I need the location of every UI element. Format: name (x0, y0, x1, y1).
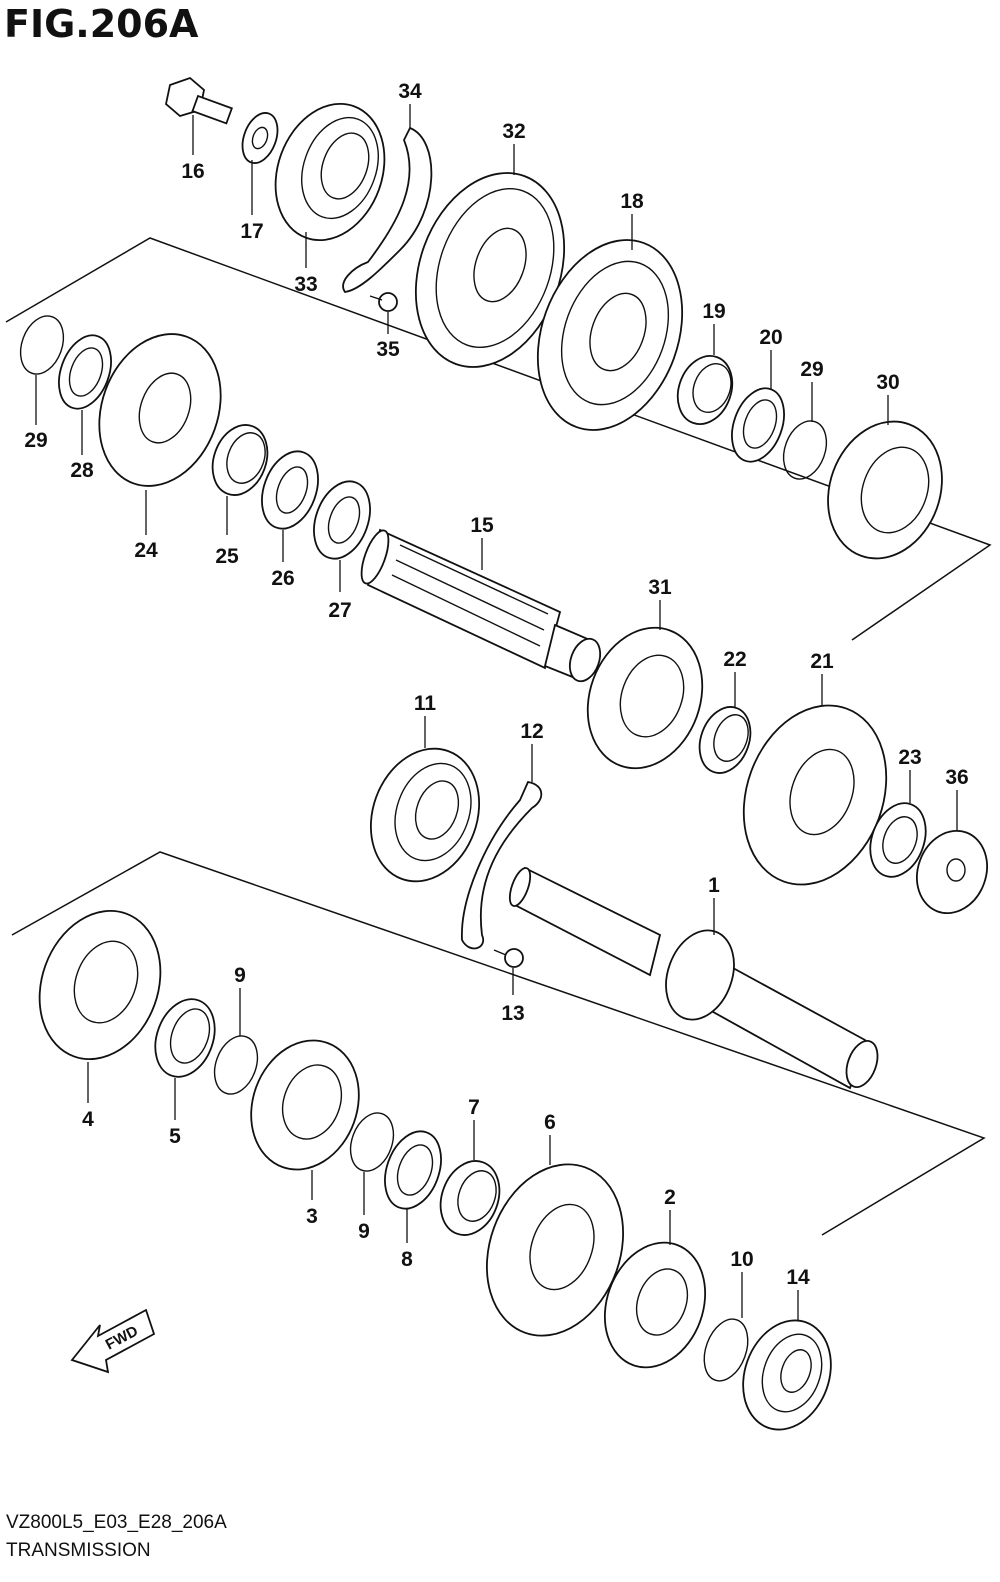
part-17-washer (241, 112, 279, 164)
part-15-countershaft (360, 528, 602, 683)
callout-16: 16 (181, 160, 204, 183)
callout-26: 26 (271, 567, 294, 590)
part-8-washer (384, 1130, 442, 1210)
callout-9-lower: 9 (358, 1220, 370, 1243)
callout-27: 27 (328, 599, 351, 622)
part-9-circlip-upper (213, 1035, 259, 1095)
callout-32: 32 (502, 120, 525, 143)
callout-33: 33 (294, 273, 317, 296)
callout-14: 14 (786, 1266, 810, 1289)
part-36-cap (916, 829, 988, 915)
part-27-washer (313, 480, 371, 560)
part-29-circlip-left (19, 315, 65, 375)
part-19-bushing (676, 355, 734, 425)
callout-19: 19 (702, 300, 725, 323)
figure-caption: TRANSMISSION (6, 1540, 151, 1561)
callout-20: 20 (759, 326, 782, 349)
part-7-bushing (439, 1160, 501, 1236)
callout-21: 21 (810, 650, 834, 673)
part-35-screw (369, 292, 398, 312)
callout-23: 23 (898, 746, 921, 769)
part-32-gear (414, 172, 566, 368)
part-22-bushing (698, 706, 752, 774)
part-4-gear (38, 909, 162, 1061)
callout-36: 36 (945, 766, 968, 789)
callout-12: 12 (520, 720, 543, 743)
figure-title: FIG.206A (4, 2, 199, 46)
callout-29-left: 29 (24, 429, 47, 452)
callout-25: 25 (215, 545, 239, 568)
callout-4: 4 (82, 1108, 94, 1131)
part-5-bushing (154, 998, 216, 1078)
part-13-screw (493, 948, 524, 968)
part-30-gear (827, 420, 943, 560)
part-21-gear (742, 704, 888, 886)
part-34-retainer (342, 126, 433, 293)
part-29-circlip-right (782, 420, 828, 480)
part-14-bearing (742, 1319, 832, 1431)
part-3-gear (250, 1039, 360, 1171)
callout-17: 17 (240, 220, 263, 243)
part-24-gear (98, 333, 222, 487)
callout-29-upper: 29 (800, 358, 823, 381)
callout-10: 10 (730, 1248, 753, 1271)
part-31-gear (586, 626, 704, 770)
part-11-bearing (369, 747, 481, 883)
callout-18: 18 (620, 190, 644, 213)
callout-28: 28 (70, 459, 94, 482)
callout-34: 34 (398, 80, 422, 103)
part-28-washer (58, 334, 112, 410)
part-12-retainer (461, 780, 543, 950)
callout-9-upper: 9 (234, 964, 246, 987)
callout-2: 2 (664, 1186, 676, 1209)
figure-code: VZ800L5_E03_E28_206A (6, 1512, 227, 1533)
callout-22: 22 (723, 648, 746, 671)
callout-13: 13 (501, 1002, 524, 1025)
callout-24: 24 (134, 539, 158, 562)
callout-3: 3 (306, 1205, 318, 1228)
callout-30: 30 (876, 371, 899, 394)
callout-7: 7 (468, 1096, 480, 1119)
part-1-driveshaft (508, 866, 879, 1090)
callout-35: 35 (376, 338, 400, 361)
part-6-gear (486, 1163, 624, 1337)
part-10-circlip (703, 1318, 749, 1382)
part-23-washer (869, 802, 927, 878)
part-25-bushing (211, 424, 269, 496)
callout-15: 15 (470, 514, 494, 537)
part-2-gear (603, 1241, 707, 1369)
driveshaft-group-frame (11, 851, 986, 1236)
leader-lines (35, 104, 958, 1320)
part-33-bearing (274, 102, 386, 242)
callout-5: 5 (169, 1125, 181, 1148)
part-18-gear (536, 239, 684, 431)
fwd-arrow-icon: FWD (70, 1308, 156, 1374)
callout-31: 31 (648, 576, 672, 599)
callout-6: 6 (544, 1111, 556, 1134)
callout-11: 11 (414, 692, 437, 715)
part-16-bolt (165, 76, 233, 125)
callout-8: 8 (401, 1248, 413, 1271)
callout-1: 1 (708, 874, 720, 897)
part-9-circlip-lower (349, 1112, 395, 1172)
part-26-washer (261, 450, 319, 530)
